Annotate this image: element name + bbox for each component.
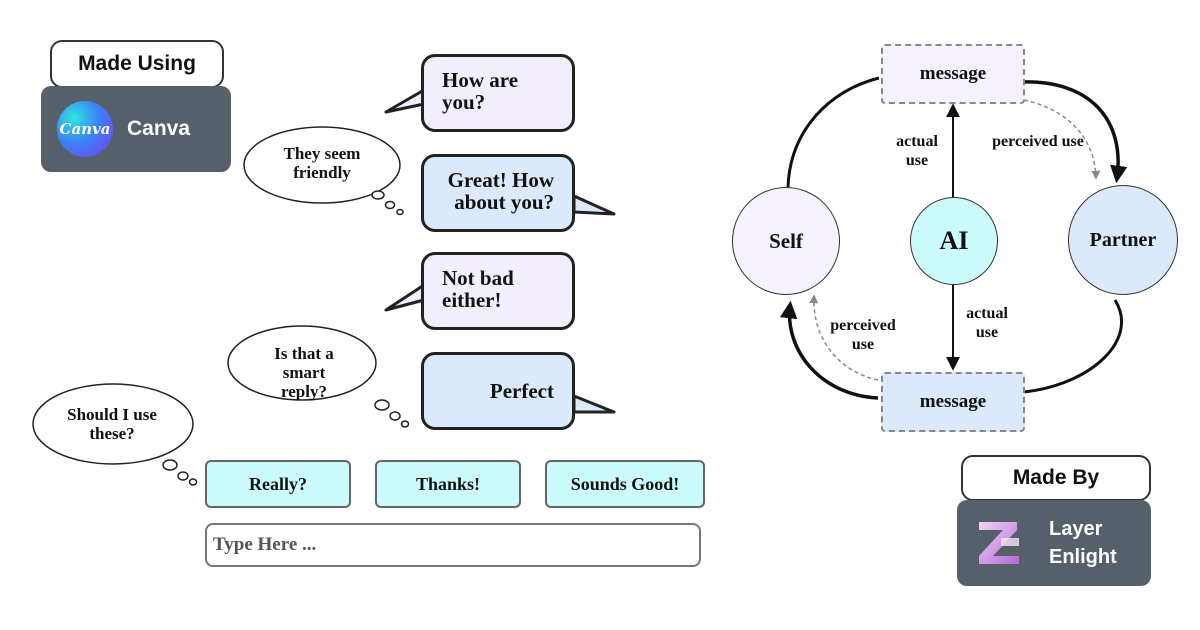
made-by-text: Made By bbox=[1012, 466, 1100, 489]
thought-cloud-2 bbox=[227, 325, 410, 428]
bubble-text: Not bad either! bbox=[442, 266, 514, 312]
made-by-label: Made By bbox=[961, 455, 1151, 501]
chat-decorations bbox=[32, 88, 616, 486]
layer-enlight-name: Layer Enlight bbox=[1049, 518, 1117, 568]
message-box-bottom: message bbox=[881, 372, 1025, 432]
node-partner-label: Partner bbox=[1089, 228, 1157, 251]
node-self: Self bbox=[732, 187, 840, 295]
node-ai-label: AI bbox=[939, 226, 969, 255]
edge-top-message-to-partner bbox=[1021, 80, 1128, 184]
chat-bubble-partner-2: Not bad either! bbox=[421, 252, 575, 330]
bubble-text: Great! How about you? bbox=[447, 168, 554, 214]
made-using-text: Made Using bbox=[78, 52, 196, 75]
layer-enlight-badge: Layer Enlight bbox=[957, 500, 1151, 586]
thought-cloud-1 bbox=[243, 126, 404, 216]
diagram-arrows bbox=[779, 76, 1128, 400]
bubble-tail-1 bbox=[384, 88, 426, 114]
chat-bubble-partner-1: How are you? bbox=[421, 54, 575, 132]
message-input-placeholder: Type Here ... bbox=[213, 534, 317, 555]
message-box-top-label: message bbox=[919, 63, 987, 84]
node-self-label: Self bbox=[769, 228, 803, 253]
canva-badge: Canva Canva bbox=[41, 86, 231, 172]
smart-reply-button-3[interactable]: Sounds Good! bbox=[545, 460, 705, 508]
smart-reply-button-2[interactable]: Thanks! bbox=[375, 460, 521, 508]
bubble-text: Perfect bbox=[489, 379, 554, 403]
edge-label-perceived-use-bottom: perceived use bbox=[830, 317, 896, 353]
edge-bottom-message-to-self bbox=[779, 300, 879, 400]
edge-bottom-perceived-use bbox=[809, 294, 879, 381]
thought-text-1: They seem friendly bbox=[283, 144, 361, 182]
edge-top-perceived-use bbox=[1023, 99, 1101, 180]
canva-name: Canva bbox=[127, 117, 191, 140]
smart-reply-button-1[interactable]: Really? bbox=[205, 460, 351, 508]
canva-logo-icon: Canva bbox=[57, 101, 113, 157]
edge-partner-to-bottom-message bbox=[1023, 299, 1123, 394]
message-input[interactable]: Type Here ... bbox=[205, 523, 701, 567]
edge-label-actual-use-top: actual use bbox=[896, 133, 938, 169]
made-using-label: Made Using bbox=[50, 40, 224, 88]
canva-logo-text: Canva bbox=[59, 120, 111, 138]
thought-text-2: Is that a smart reply? bbox=[274, 344, 334, 401]
edge-label-actual-use-bottom: actual use bbox=[966, 305, 1008, 341]
node-ai: AI bbox=[910, 197, 998, 285]
thought-text-3: Should I use these? bbox=[67, 405, 157, 443]
node-partner: Partner bbox=[1068, 185, 1178, 295]
chat-bubble-self-2: Perfect bbox=[421, 352, 575, 430]
edge-label-perceived-use-top: perceived use bbox=[992, 133, 1084, 150]
layer-enlight-logo-icon bbox=[979, 522, 1019, 564]
bubble-tail-2 bbox=[572, 194, 616, 216]
bubble-text: How are you? bbox=[442, 68, 519, 114]
edge-self-to-top-message bbox=[786, 76, 880, 188]
chat-bubble-self-1: Great! How about you? bbox=[421, 154, 575, 232]
thought-cloud-3 bbox=[32, 383, 198, 486]
bubble-tail-3 bbox=[384, 283, 426, 312]
bubble-tail-4 bbox=[572, 394, 616, 414]
message-box-top: message bbox=[881, 44, 1025, 104]
message-box-bottom-label: message bbox=[919, 391, 987, 412]
